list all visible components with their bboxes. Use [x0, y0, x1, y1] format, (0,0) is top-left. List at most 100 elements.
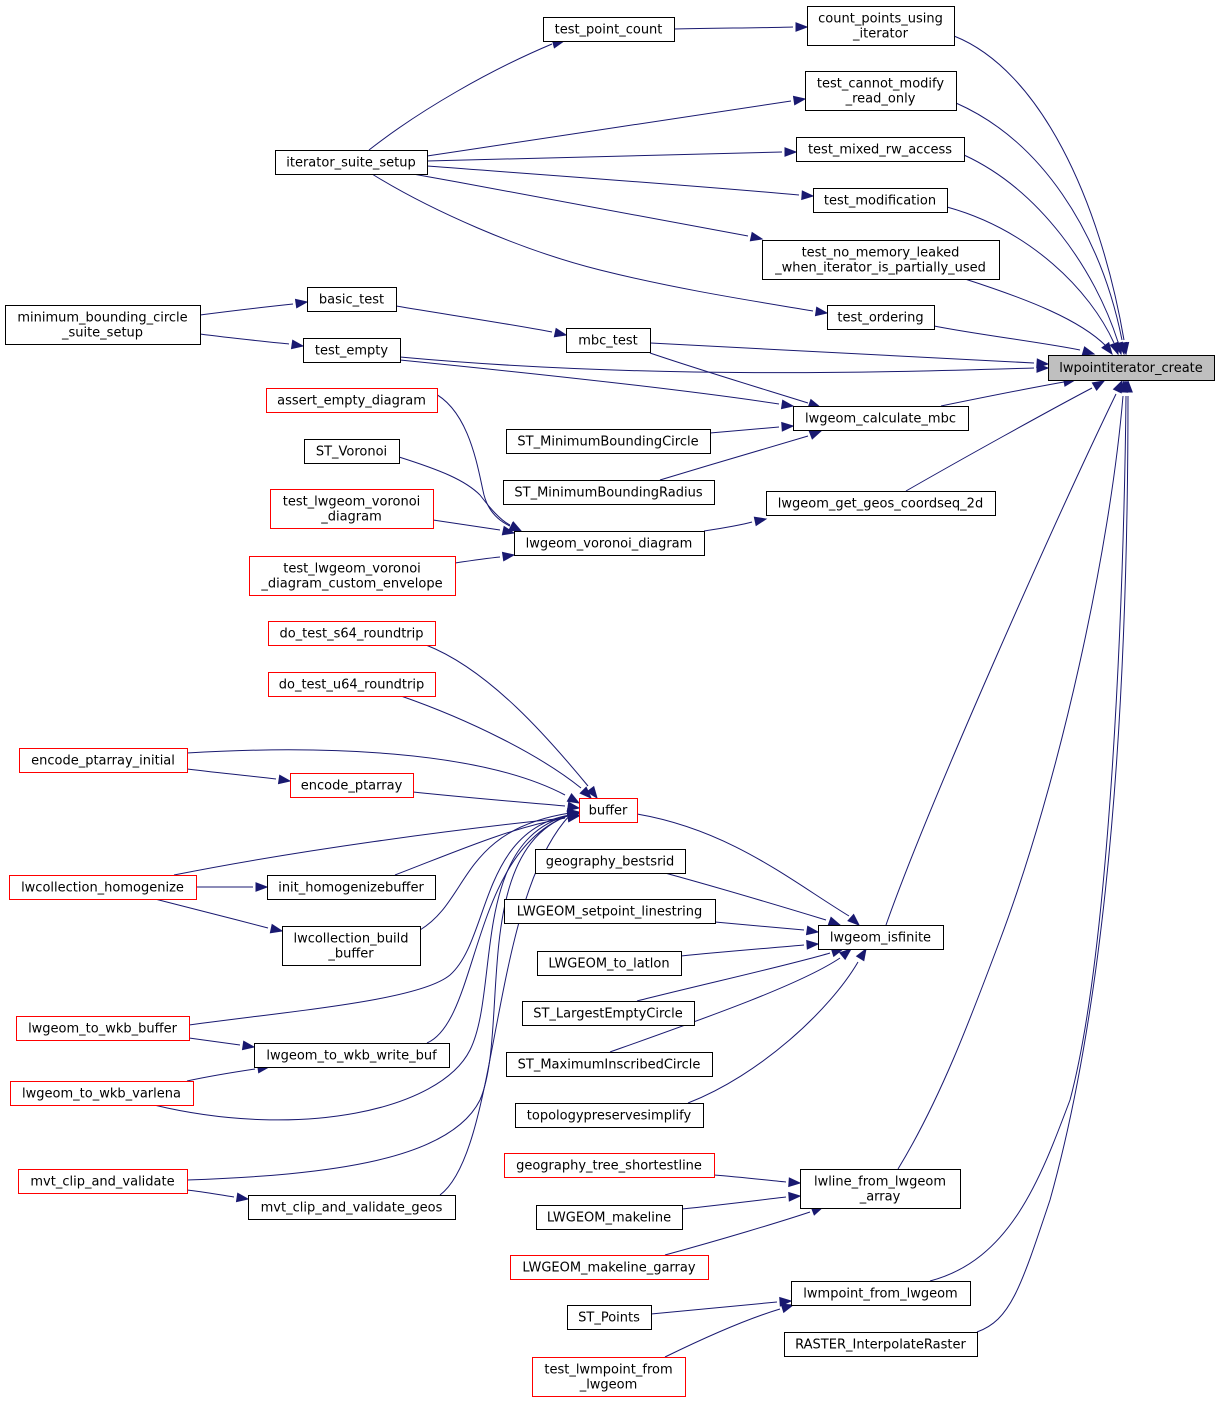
edge-assert_empty_diagram-to-lwgeom_voronoi_diagram: [431, 391, 523, 532]
node-test_empty[interactable]: test_empty: [303, 338, 401, 363]
node-lwcollection_homogenize[interactable]: lwcollection_homogenize: [9, 875, 197, 900]
edge-do_test_s64_roundtrip-to-buffer: [425, 644, 598, 800]
arrowhead-icon: [838, 948, 853, 961]
node-lwline_from_lwgeom_array[interactable]: lwline_from_lwgeom_array: [800, 1169, 961, 1209]
node-lwcollection_build_buffer[interactable]: lwcollection_build_buffer: [282, 926, 421, 966]
edge-ST_Voronoi-to-lwgeom_voronoi_diagram: [398, 456, 523, 532]
arrowhead-icon: [780, 399, 795, 410]
node-ST_MinimumBoundingRadius[interactable]: ST_MinimumBoundingRadius: [503, 480, 715, 505]
arrowhead-icon: [827, 916, 842, 926]
node-LWGEOM_to_latlon[interactable]: LWGEOM_to_latlon: [537, 951, 682, 976]
node-geography_bestsrid[interactable]: geography_bestsrid: [535, 849, 686, 874]
edge-line: [432, 519, 501, 531]
node-test_ordering[interactable]: test_ordering: [827, 305, 935, 330]
node-test_mixed_rw_access[interactable]: test_mixed_rw_access: [796, 137, 965, 162]
node-LWGEOM_makeline_garray[interactable]: LWGEOM_makeline_garray: [510, 1255, 709, 1280]
arrowhead-icon: [780, 1303, 795, 1314]
node-label: lwgeom_calculate_mbc: [805, 412, 956, 427]
node-RASTER_InterpolateRaster[interactable]: RASTER_InterpolateRaster: [784, 1332, 978, 1357]
arrowhead-icon: [269, 923, 284, 934]
edge-line: [649, 342, 1035, 364]
node-label: _lwgeom: [579, 1378, 638, 1393]
edge-line: [897, 395, 1124, 1170]
node-encode_ptarray[interactable]: encode_ptarray: [290, 773, 414, 798]
node-minimum_bounding_circle_suite_setup[interactable]: minimum_bounding_circle_suite_setup: [5, 305, 201, 345]
node-do_test_u64_roundtrip[interactable]: do_test_u64_roundtrip: [268, 672, 436, 697]
node-label: _iterator: [852, 27, 909, 42]
node-box: [268, 672, 436, 697]
node-test_lwgeom_voronoi_diagram[interactable]: test_lwgeom_voronoi_diagram: [270, 489, 434, 529]
node-lwgeom_to_wkb_varlena[interactable]: lwgeom_to_wkb_varlena: [10, 1081, 194, 1106]
call-edges: [153, 22, 1133, 1358]
node-label: mvt_clip_and_validate_geos: [261, 1201, 443, 1216]
node-ST_Points[interactable]: ST_Points: [567, 1305, 652, 1330]
node-encode_ptarray_initial[interactable]: encode_ptarray_initial: [19, 748, 188, 773]
edge-iterator_suite_setup-to-test_cannot_modify_read_only: [426, 95, 807, 157]
node-box: [813, 188, 948, 213]
node-geography_tree_shortestline[interactable]: geography_tree_shortestline: [504, 1153, 715, 1178]
node-box: [249, 556, 456, 596]
edge-line: [186, 768, 277, 780]
node-lwgeom_calculate_mbc[interactable]: lwgeom_calculate_mbc: [793, 406, 969, 431]
node-LWGEOM_setpoint_linestring[interactable]: LWGEOM_setpoint_linestring: [504, 899, 716, 924]
node-mvt_clip_and_validate[interactable]: mvt_clip_and_validate: [18, 1169, 188, 1194]
node-box: [266, 388, 438, 413]
edge-line: [664, 872, 827, 921]
node-box: [503, 480, 715, 505]
node-test_point_count[interactable]: test_point_count: [543, 17, 675, 42]
node-test_cannot_modify_read_only[interactable]: test_cannot_modify_read_only: [805, 71, 957, 111]
arrowhead-icon: [1101, 341, 1113, 356]
node-lwgeom_isfinite[interactable]: lwgeom_isfinite: [818, 925, 944, 950]
node-lwmpoint_from_lwgeom[interactable]: lwmpoint_from_lwgeom: [791, 1281, 971, 1306]
node-test_modification[interactable]: test_modification: [813, 188, 948, 213]
node-test_lwmpoint_from_lwgeom[interactable]: test_lwmpoint_from_lwgeom: [532, 1357, 686, 1397]
edge-mbc_test-to-lwgeom_calculate_mbc: [649, 352, 822, 409]
edge-geography_tree_shortestline-to-lwline_from_lwgeom_array: [713, 1174, 802, 1188]
node-box: [796, 137, 965, 162]
edge-encode_ptarray_initial-to-buffer: [186, 749, 581, 804]
arrowhead-icon: [241, 1040, 256, 1051]
arrowhead-icon: [788, 1191, 802, 1202]
node-mbc_test[interactable]: mbc_test: [566, 328, 651, 353]
node-test_lwgeom_voronoi_diagram_custom_envelope[interactable]: test_lwgeom_voronoi_diagram_custom_envel…: [249, 556, 456, 596]
edge-do_test_u64_roundtrip-to-buffer: [400, 695, 592, 799]
arrowhead-icon: [255, 882, 269, 892]
node-label: iterator_suite_setup: [286, 156, 416, 171]
arrowhead-icon: [1123, 379, 1133, 393]
node-lwpointiterator_create[interactable]: lwpointiterator_create: [1048, 355, 1215, 381]
node-ST_Voronoi[interactable]: ST_Voronoi: [304, 439, 400, 464]
node-do_test_s64_roundtrip[interactable]: do_test_s64_roundtrip: [268, 621, 436, 646]
node-iterator_suite_setup[interactable]: iterator_suite_setup: [275, 150, 428, 175]
edge-line: [964, 278, 1107, 347]
node-topologypreservesimplify[interactable]: topologypreservesimplify: [515, 1103, 704, 1128]
node-ST_MaximumInscribedCircle[interactable]: ST_MaximumInscribedCircle: [506, 1052, 713, 1077]
node-init_homogenizebuffer[interactable]: init_homogenizebuffer: [267, 875, 436, 900]
edge-line: [186, 1068, 256, 1082]
node-assert_empty_diagram[interactable]: assert_empty_diagram: [266, 388, 438, 413]
node-lwgeom_voronoi_diagram[interactable]: lwgeom_voronoi_diagram: [514, 531, 705, 556]
edge-line: [940, 381, 1065, 407]
node-lwgeom_to_wkb_write_buf[interactable]: lwgeom_to_wkb_write_buf: [254, 1043, 450, 1068]
edge-LWGEOM_setpoint_linestring-to-lwgeom_isfinite: [714, 921, 820, 936]
node-box: [290, 773, 414, 798]
node-label: _suite_setup: [61, 326, 143, 341]
edge-line: [709, 426, 780, 434]
node-LWGEOM_makeline[interactable]: LWGEOM_makeline: [536, 1205, 683, 1230]
edge-line: [664, 1308, 781, 1358]
arrowhead-icon: [801, 190, 815, 201]
node-mvt_clip_and_validate_geos[interactable]: mvt_clip_and_validate_geos: [248, 1195, 456, 1220]
node-count_points_using_iterator[interactable]: count_points_using_iterator: [807, 6, 955, 46]
node-ST_MinimumBoundingCircle[interactable]: ST_MinimumBoundingCircle: [506, 429, 711, 454]
node-buffer[interactable]: buffer: [579, 798, 638, 823]
arrowhead-icon: [1091, 380, 1106, 392]
node-box: [805, 71, 957, 111]
node-lwgeom_get_geos_coordseq_2d[interactable]: lwgeom_get_geos_coordseq_2d: [766, 491, 996, 516]
arrowhead-icon: [1081, 346, 1096, 356]
node-ST_LargestEmptyCircle[interactable]: ST_LargestEmptyCircle: [522, 1001, 695, 1026]
node-test_no_memory_leaked[interactable]: test_no_memory_leaked_when_iterator_is_p…: [762, 240, 1000, 280]
arrowhead-icon: [294, 298, 309, 309]
node-label: LWGEOM_makeline_garray: [522, 1261, 695, 1276]
node-basic_test[interactable]: basic_test: [307, 287, 397, 312]
node-label: test_lwgeom_voronoi: [283, 562, 421, 577]
node-lwgeom_to_wkb_buffer[interactable]: lwgeom_to_wkb_buffer: [16, 1016, 190, 1041]
